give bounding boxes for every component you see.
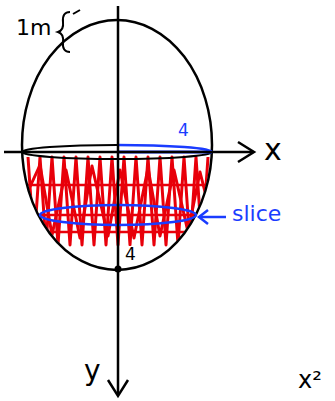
y-axis — [117, 6, 120, 394]
axis-label: x — [262, 134, 284, 166]
tick-mark — [73, 10, 80, 14]
height-label: 1m — [14, 16, 53, 39]
depth-label: 4 — [123, 246, 138, 264]
axis-label: y — [82, 356, 103, 385]
slice-arrow-head — [199, 210, 208, 224]
brace — [58, 12, 70, 52]
y-axis-arrow — [108, 380, 128, 396]
radius-label: 4 — [176, 122, 191, 140]
x-axis — [4, 151, 252, 154]
slice-arrow — [200, 216, 226, 219]
x-axis-arrow — [238, 142, 254, 162]
slice-label: slice — [230, 202, 283, 225]
bottom-point — [115, 266, 122, 273]
equation-fragment: x² — [296, 368, 324, 393]
